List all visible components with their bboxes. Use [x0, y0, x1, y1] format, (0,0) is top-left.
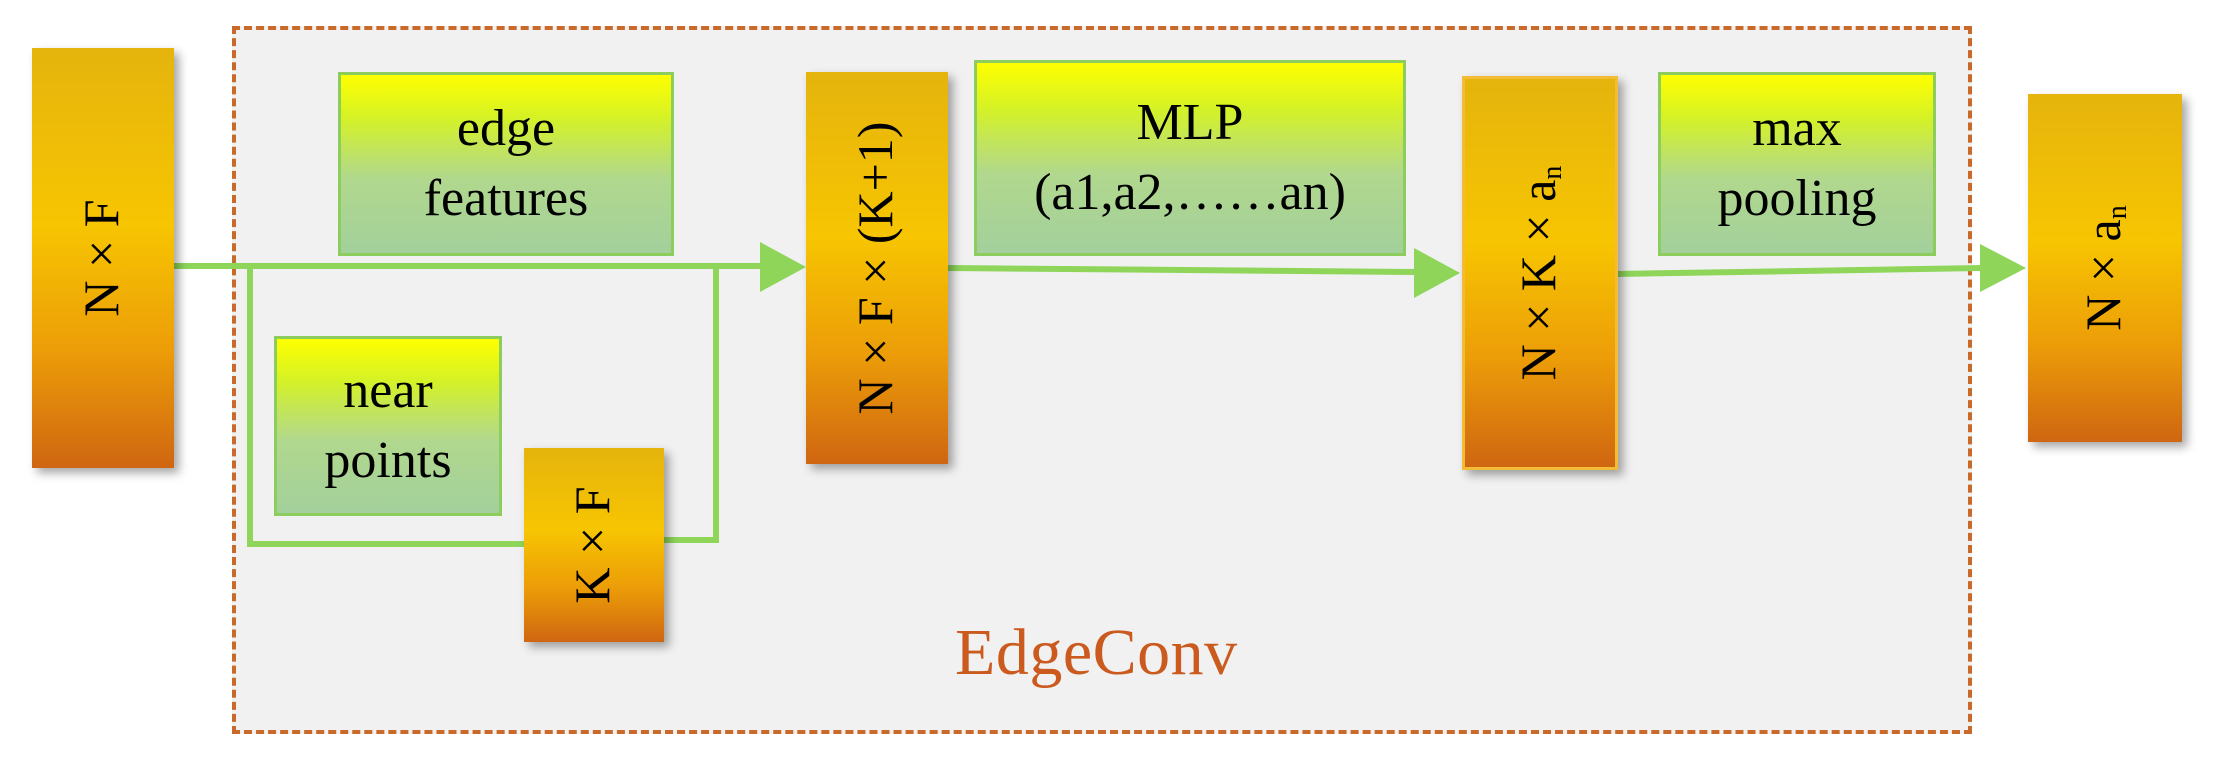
concat-tensor: N × F × (K+1)	[806, 72, 948, 464]
output-tensor-text: N × a	[2075, 219, 2131, 331]
output-tensor-label: N × an	[2075, 205, 2133, 331]
arrowhead-mlp	[1414, 248, 1460, 298]
mlp-line-1: MLP	[1136, 94, 1244, 151]
concat-tensor-text: N × F × (K+1)	[847, 121, 903, 415]
mlp-label: MLP (a1,a2,……an)	[1034, 88, 1346, 228]
arrowhead-concat	[760, 242, 806, 292]
edgeconv-title: EdgeConv	[955, 616, 1238, 689]
mlp-box: MLP (a1,a2,……an)	[974, 60, 1406, 256]
neighbor-tensor: K × F	[524, 448, 664, 642]
connector-neighbor-return	[662, 266, 719, 543]
output-tensor-subscript: n	[2102, 205, 2133, 220]
mlp-output-tensor-subscript: n	[1537, 165, 1568, 180]
connector-concat-to-mlp	[945, 265, 1419, 275]
max-pooling-line-1: max	[1752, 100, 1842, 157]
input-tensor-label: N × F	[73, 199, 130, 317]
edge-features-box: edge features	[338, 72, 674, 256]
neighbor-tensor-text: K × F	[564, 486, 620, 604]
input-tensor: N × F	[32, 48, 174, 468]
mlp-output-tensor-text: N × K × a	[1510, 179, 1566, 381]
mlp-output-tensor: N × K × an	[1462, 76, 1618, 470]
concat-tensor-label: N × F × (K+1)	[847, 121, 904, 415]
near-points-box: near points	[274, 336, 502, 516]
near-points-label: near points	[324, 356, 451, 496]
edge-features-label: edge features	[424, 94, 589, 234]
connector-mlp-to-output	[1615, 265, 1983, 277]
arrowhead-output	[1980, 244, 2026, 292]
max-pooling-box: max pooling	[1658, 72, 1936, 256]
edge-features-line-1: edge	[456, 100, 556, 157]
neighbor-tensor-label: K × F	[564, 486, 621, 604]
connector-neighbor-branch	[247, 266, 526, 547]
max-pooling-line-2: pooling	[1717, 170, 1877, 227]
edge-features-line-2: features	[423, 170, 589, 227]
mlp-output-tensor-label: N × K × an	[1510, 165, 1568, 381]
near-points-line-2: points	[324, 432, 452, 489]
near-points-line-1: near	[343, 362, 433, 419]
input-tensor-text: N × F	[73, 199, 129, 317]
output-tensor: N × an	[2028, 94, 2182, 442]
max-pooling-label: max pooling	[1718, 94, 1877, 234]
mlp-line-2: (a1,a2,……an)	[1034, 164, 1346, 221]
